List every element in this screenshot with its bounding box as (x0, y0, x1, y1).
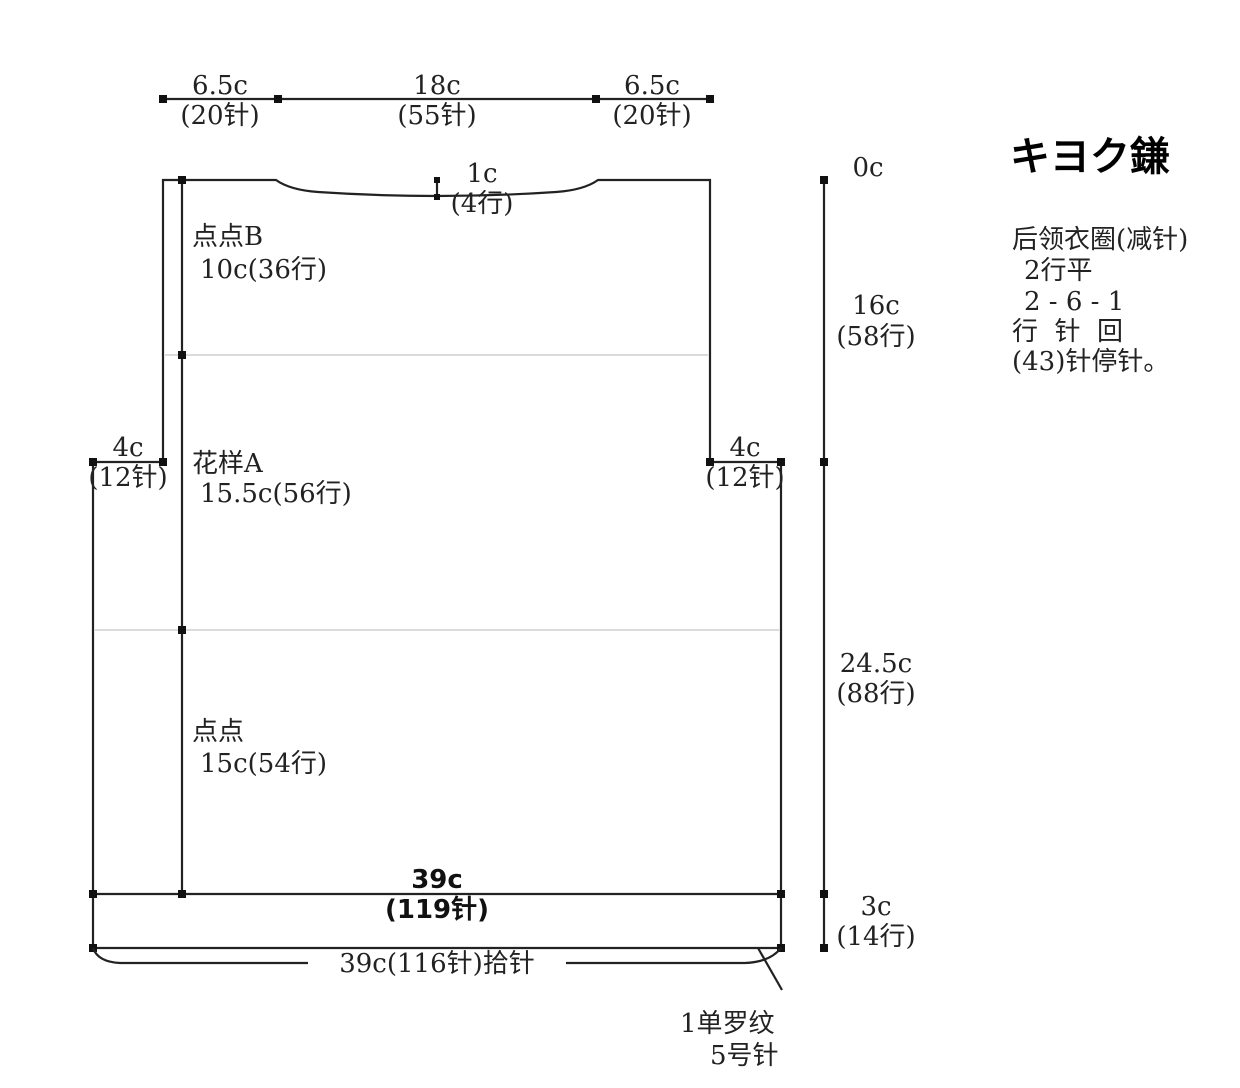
section-3-detail: 15c(54行) (200, 749, 327, 779)
panel-outline (91, 178, 783, 950)
height-armhole-rows: (58行) (836, 322, 915, 352)
top-width-left-cm: 6.5c (192, 71, 248, 101)
rib-callout-leader (757, 947, 783, 991)
top-width-dimension (159, 95, 714, 103)
rib-needle-label: 5号针 (710, 1041, 779, 1071)
bottom-width-st: (119针) (385, 895, 489, 925)
height-rib-cm: 3c (860, 892, 891, 922)
rib-pattern-label: 1单罗纹 (680, 1009, 775, 1039)
shoulder-right-cm: 4c (729, 433, 760, 463)
shoulder-right-st: (12针) (705, 463, 784, 493)
top-width-center-st: (55针) (397, 101, 476, 131)
neck-depth-cm: 1c (466, 159, 497, 189)
height-top-label: 0c (852, 153, 883, 183)
top-width-center-cm: 18c (413, 71, 461, 101)
height-dimension (820, 176, 828, 952)
notes-heading: 后领衣圈(减针) (1012, 225, 1188, 255)
section-3-name: 点点 (192, 717, 244, 747)
notes-line-3: 行 针 回 (1012, 317, 1123, 347)
section-1-detail: 10c(36行) (200, 255, 327, 285)
top-width-right-st: (20针) (612, 101, 691, 131)
section-1-name: 点点B (192, 222, 263, 252)
height-body-rows: (88行) (836, 679, 915, 709)
top-width-right-cm: 6.5c (624, 71, 680, 101)
section-2-detail: 15.5c(56行) (200, 479, 352, 509)
neck-depth-marker (434, 177, 440, 200)
neck-depth-rows: (4行) (451, 189, 514, 219)
top-width-left-st: (20针) (180, 101, 259, 131)
pickup-label: 39c(116针)拾针 (339, 949, 535, 979)
shoulder-left-st: (12针) (88, 463, 167, 493)
panel-markers (89, 176, 785, 952)
shoulder-left-cm: 4c (112, 433, 143, 463)
height-rib-rows: (14行) (836, 922, 915, 952)
section-2-name: 花样A (192, 449, 264, 479)
notes-line-1: 2行平 (1024, 256, 1093, 286)
bottom-width-cm: 39c (411, 865, 463, 895)
notes-line-2: 2 - 6 - 1 (1024, 287, 1124, 317)
notes-line-4: (43)针停针。 (1012, 347, 1169, 377)
height-body-cm: 24.5c (840, 649, 912, 679)
height-armhole-cm: 16c (852, 291, 900, 321)
diagram-title: キヨク鎌 (1010, 134, 1170, 180)
